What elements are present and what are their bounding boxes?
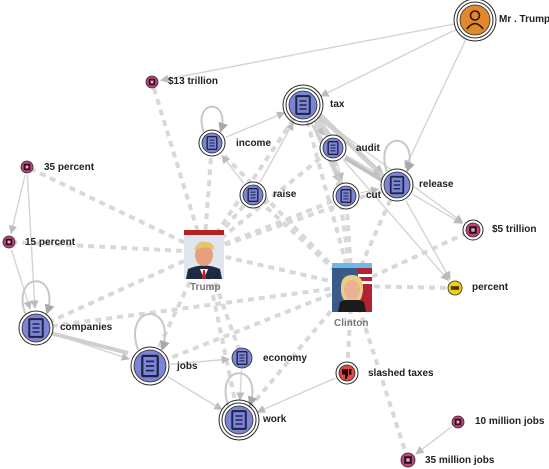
trump-party-bar (184, 230, 224, 235)
candidate-clinton[interactable] (332, 263, 372, 317)
document-icon (231, 410, 247, 430)
edge-jobs-economy (170, 355, 230, 365)
document-icon (247, 187, 259, 203)
node-tax[interactable] (282, 84, 324, 126)
candidate-trump[interactable] (184, 230, 224, 284)
edge-jobs-work (167, 376, 223, 411)
node-percent[interactable] (447, 280, 463, 296)
node-companies[interactable] (18, 310, 54, 346)
document-icon (28, 318, 44, 338)
clinton-portrait (332, 268, 372, 312)
money-icon (469, 226, 477, 234)
node-trillion5[interactable] (462, 219, 484, 241)
trump-portrait (184, 235, 224, 279)
node-pct15[interactable] (2, 235, 16, 249)
document-icon (206, 135, 218, 151)
node-jobs[interactable] (130, 346, 170, 386)
edge-trump-pct35 (26, 165, 205, 254)
node-work[interactable] (218, 399, 260, 441)
document-icon (236, 350, 248, 366)
node-layer (2, 0, 497, 468)
edge-trump-income (202, 142, 214, 253)
candidate-clinton-label: Clinton (334, 318, 369, 329)
edge-audit-percent (342, 158, 449, 282)
node-economy[interactable] (231, 347, 253, 369)
edge-clinton-release (350, 184, 399, 287)
edge-trump_person-release (404, 37, 468, 169)
self-loop-jobs (134, 313, 170, 351)
node-trump_person[interactable] (453, 0, 497, 42)
edge-income-tax (225, 111, 286, 138)
edge-trump_person-trillion13 (160, 23, 456, 84)
thumbs-down-icon (341, 369, 352, 380)
document-icon (327, 140, 339, 156)
node-raise[interactable] (239, 181, 267, 209)
edge-trump_person-tax (320, 28, 458, 97)
candidate-trump-label: Trump (190, 282, 221, 293)
money-icon (5, 238, 13, 246)
node-pct35[interactable] (20, 160, 34, 174)
edge-trump-release (203, 183, 398, 254)
node-audit[interactable] (319, 134, 347, 162)
edge-audit-release (345, 154, 382, 177)
edge-clinton-jobs (149, 284, 353, 368)
edge-clinton-tax (301, 104, 354, 287)
money-icon (404, 456, 412, 464)
edge-pct15-companies (10, 249, 32, 310)
node-release[interactable] (380, 168, 414, 202)
edge-clinton-income (210, 141, 354, 288)
edge-million10-million35 (415, 426, 453, 455)
document-icon (295, 95, 311, 115)
edge-clinton-companies (35, 284, 353, 330)
edge-clinton-work (237, 284, 354, 422)
edge-economy-work (236, 369, 245, 401)
self-loop-companies (21, 280, 55, 315)
money-icon (454, 418, 462, 426)
document-icon (141, 354, 159, 378)
node-trillion13[interactable] (145, 75, 159, 89)
edge-raise-income (221, 154, 245, 184)
edge-trump-economy (202, 251, 244, 359)
edge-trump-pct15 (8, 240, 205, 254)
edge-clinton-million35 (350, 285, 410, 461)
self-loop-income (200, 105, 228, 133)
edge-trump-audit (202, 146, 335, 254)
self-loop-release (383, 139, 415, 173)
money-icon (23, 163, 31, 171)
document-icon (389, 175, 405, 195)
node-slashed[interactable] (335, 361, 359, 385)
edge-audit-release-heavy (343, 156, 387, 184)
edge-release-percent (405, 200, 451, 281)
self-loop-work (224, 372, 258, 407)
edge-trump-trillion13 (150, 81, 206, 253)
edge-pct35-pct15 (8, 174, 26, 235)
node-income[interactable] (198, 129, 226, 157)
edge-raise-tax (259, 121, 294, 183)
edge-pct35-companies (26, 174, 39, 309)
document-icon (340, 188, 352, 204)
edge-tax-release-heavy (318, 113, 387, 180)
edge-clinton-trillion5 (351, 228, 474, 288)
edge-release-trillion5 (412, 193, 463, 224)
node-million35[interactable] (400, 452, 416, 468)
edge-companies-jobs-heavy (49, 331, 129, 355)
percent-icon (450, 286, 460, 290)
edge-trump-clinton (203, 250, 353, 288)
person-icon (466, 10, 484, 30)
edge-tax-audit (313, 120, 325, 136)
node-cut[interactable] (332, 182, 360, 210)
edge-trump-companies (35, 250, 205, 330)
edge-trump-work (202, 251, 241, 421)
edge-slashed-work (256, 377, 336, 413)
money-icon (148, 78, 156, 86)
node-million10[interactable] (451, 415, 465, 429)
clinton-party-bar (332, 263, 372, 268)
